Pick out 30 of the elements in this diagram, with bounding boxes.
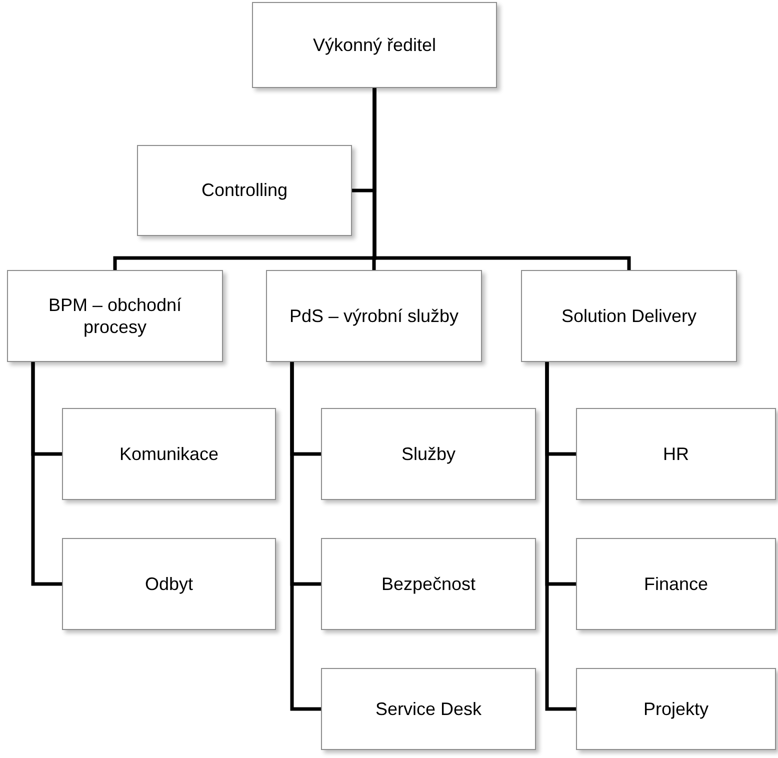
box-label: Bezpečnost (381, 572, 476, 596)
box-label: Finance (644, 572, 708, 596)
org-box (576, 538, 776, 630)
org-box (252, 2, 497, 88)
connector-line (31, 362, 62, 586)
box-label: BPM – obchodní procesy (47, 294, 183, 338)
box-label: Controlling (201, 179, 288, 202)
org-box (137, 145, 352, 236)
org-box (62, 408, 276, 500)
org-box (321, 668, 536, 750)
org-box (521, 270, 737, 362)
org-box (576, 408, 776, 500)
box-label: Solution Delivery (561, 304, 697, 328)
connector-line (372, 88, 631, 270)
box-label: Výkonný ředitel (312, 34, 436, 56)
org-box (321, 408, 536, 500)
box-label: HR (663, 442, 689, 466)
org-box (576, 668, 776, 750)
connector-line (545, 362, 576, 711)
box-label: PdS – výrobní služby (289, 304, 459, 328)
box-label: Komunikace (119, 442, 219, 466)
org-box (266, 270, 482, 362)
org-box (62, 538, 276, 630)
box-label: Služby (401, 442, 456, 466)
org-box (321, 538, 536, 630)
connector-line (290, 362, 321, 711)
box-label: Service Desk (375, 698, 482, 720)
org-box (7, 270, 223, 362)
box-label: Odbyt (144, 572, 194, 596)
box-label: Projekty (643, 698, 709, 720)
